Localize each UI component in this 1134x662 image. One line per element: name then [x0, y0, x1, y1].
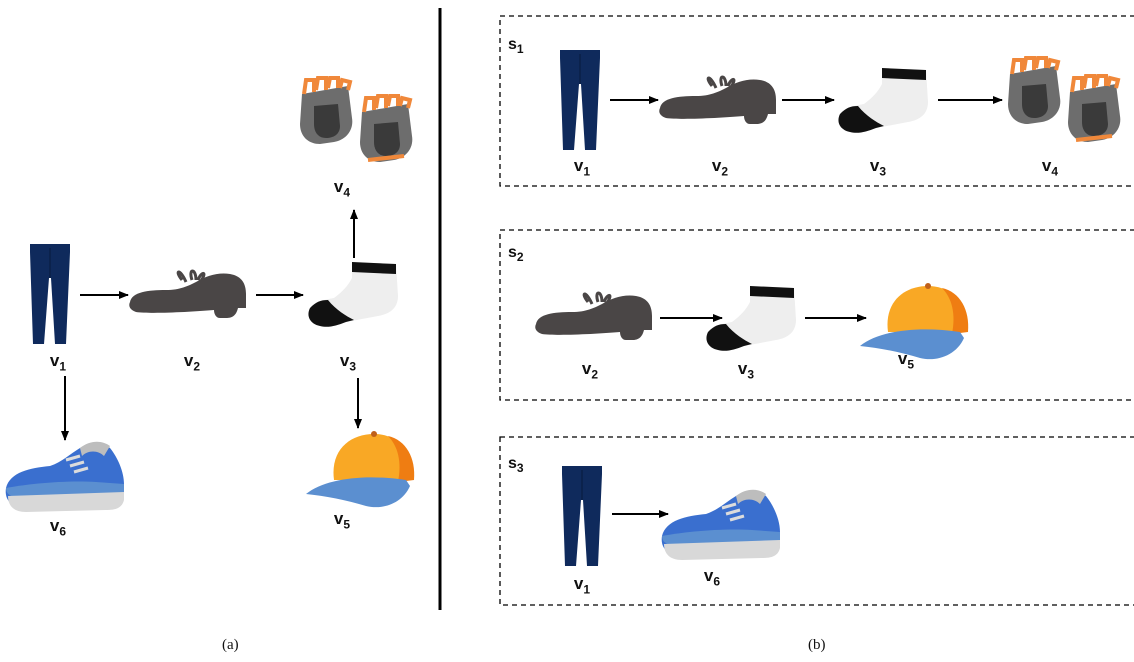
- node-label-v2-text: v: [183, 351, 194, 370]
- pants-icon: [559, 49, 601, 151]
- cap-icon: [306, 431, 415, 508]
- node-label-v3-text: v: [339, 351, 350, 370]
- node-label-v6: v6: [0, 516, 118, 538]
- sequence-label-s3-text: s: [508, 455, 517, 472]
- node-label-v4-sub: 4: [343, 185, 351, 200]
- s2-node-label-v2: v2: [530, 359, 650, 381]
- sequence-label-s3: s3: [508, 455, 524, 475]
- s3-node-label-v1-sub: 1: [583, 582, 591, 597]
- s1-node-label-v4: v4: [990, 156, 1110, 178]
- pants-icon: [561, 465, 603, 567]
- s1-node-label-v1: v1: [522, 156, 642, 178]
- sequence-label-s1-sub: 1: [516, 42, 524, 57]
- dress-shoe-icon: [127, 269, 248, 320]
- sequence-label-s2-text: s: [508, 244, 517, 261]
- s2-node-label-v3-text: v: [737, 359, 748, 378]
- sequence-label-s1: s1: [508, 36, 524, 56]
- cap-icon: [860, 283, 969, 360]
- sequence-label-s3-sub: 3: [516, 461, 524, 476]
- s3-node-label-v1-text: v: [573, 574, 584, 593]
- sequence-box-s2: [499, 229, 1134, 401]
- node-label-v5-text: v: [333, 509, 344, 528]
- s2-node-label-v3: v3: [686, 359, 806, 381]
- s1-node-label-v2-text: v: [711, 156, 722, 175]
- s2-node-label-v2-sub: 2: [591, 367, 599, 382]
- caption-a: (a): [222, 637, 239, 653]
- s3-node-label-v6-sub: 6: [713, 574, 721, 589]
- s2-node-label-v2-text: v: [581, 359, 592, 378]
- sock-icon: [838, 68, 928, 133]
- s3-node-label-v6: v6: [652, 566, 772, 588]
- sequence-box-s3: [499, 436, 1134, 606]
- s2-node-label-v3-sub: 3: [747, 367, 755, 382]
- node-label-v1: v1: [0, 351, 118, 373]
- node-label-v5: v5: [282, 509, 402, 531]
- node-label-v1-text: v: [49, 351, 60, 370]
- sequence-box-s1: [499, 15, 1134, 187]
- s1-node-label-v4-sub: 4: [1051, 164, 1059, 179]
- s2-node-label-v5: v5: [846, 349, 966, 371]
- node-label-v6-sub: 6: [59, 524, 67, 539]
- dress-shoe-icon: [533, 291, 654, 342]
- node-label-v5-sub: 5: [343, 517, 351, 532]
- gloves-icon: [1006, 56, 1123, 144]
- node-label-v6-text: v: [49, 516, 60, 535]
- sequence-label-s1-text: s: [508, 36, 517, 53]
- caption-b: (b): [808, 637, 826, 653]
- dress-shoe-icon: [657, 75, 778, 126]
- s1-node-label-v3: v3: [818, 156, 938, 178]
- s3-node-label-v1: v1: [522, 574, 642, 596]
- node-label-v2-sub: 2: [193, 359, 201, 374]
- s1-node-label-v1-text: v: [573, 156, 584, 175]
- node-label-v2: v2: [132, 351, 252, 373]
- node-label-v3: v3: [288, 351, 408, 373]
- s1-node-label-v4-text: v: [1041, 156, 1052, 175]
- sock-icon: [308, 262, 398, 327]
- node-label-v1-sub: 1: [59, 359, 67, 374]
- gloves-icon: [298, 76, 415, 164]
- sequence-label-s2: s2: [508, 244, 524, 264]
- node-label-v4-text: v: [333, 177, 344, 196]
- pants-icon: [29, 243, 71, 345]
- node-label-v3-sub: 3: [349, 359, 357, 374]
- s1-node-label-v3-text: v: [869, 156, 880, 175]
- s1-node-label-v2-sub: 2: [721, 164, 729, 179]
- s2-node-label-v5-text: v: [897, 349, 908, 368]
- s3-node-label-v6-text: v: [703, 566, 714, 585]
- s1-node-label-v3-sub: 3: [879, 164, 887, 179]
- panel-b: [499, 15, 1134, 606]
- sneaker-icon: [4, 440, 126, 514]
- sequence-label-s2-sub: 2: [516, 250, 524, 265]
- panel-a: [4, 76, 415, 514]
- s1-node-label-v1-sub: 1: [583, 164, 591, 179]
- s2-node-label-v5-sub: 5: [907, 357, 915, 372]
- sneaker-icon: [660, 488, 782, 562]
- node-label-v4: v4: [282, 177, 402, 199]
- s1-node-label-v2: v2: [660, 156, 780, 178]
